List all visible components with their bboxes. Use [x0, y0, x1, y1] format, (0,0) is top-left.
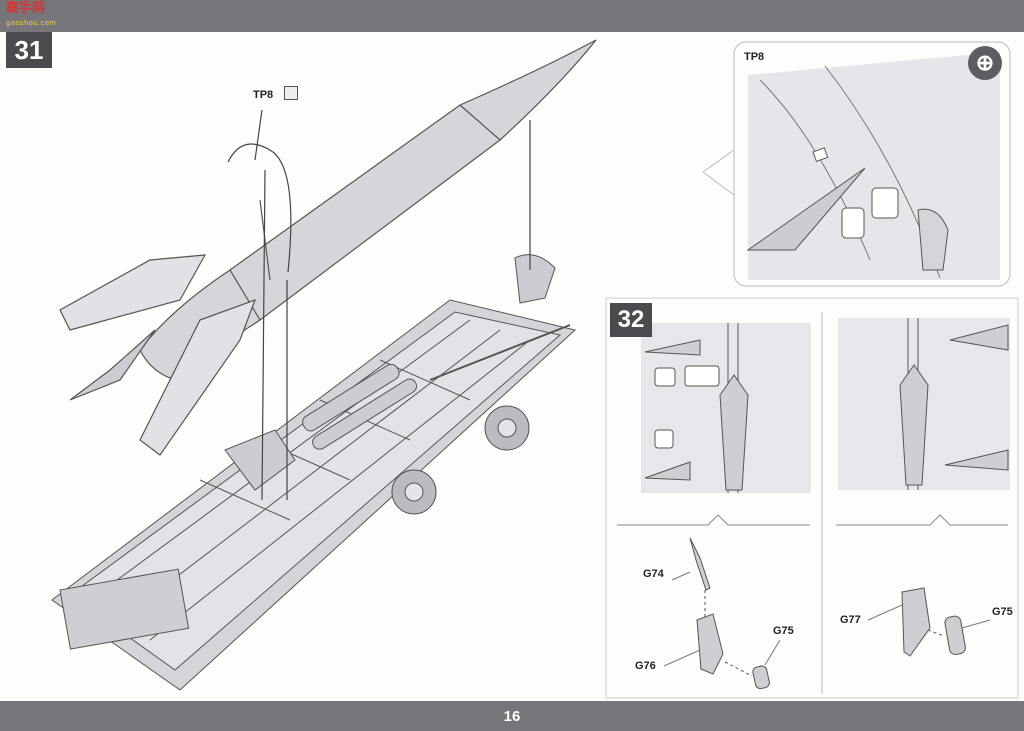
label-g75-right: G75: [992, 606, 1013, 618]
rocket-drawing: [59, 39, 597, 456]
paint-icon: [284, 86, 298, 100]
detail-inset: [702, 41, 1011, 287]
page-number: 16: [503, 707, 521, 725]
step-32-badge: 32: [610, 303, 652, 337]
watermark-logo: 高手网 gaoshou.com: [6, 2, 70, 30]
label-g75-left: G75: [773, 625, 794, 637]
watermark-main: 高手网: [6, 1, 46, 16]
watermark-sub: gaoshou.com: [6, 19, 57, 27]
footer-bar: 16: [0, 701, 1024, 731]
step-31-badge: 31: [6, 32, 52, 68]
label-g77: G77: [840, 614, 861, 626]
trailer-drawing: [51, 254, 577, 691]
step32-panels: [605, 297, 1019, 699]
label-g74: G74: [643, 568, 664, 580]
tp8-guide: [227, 109, 531, 501]
zoom-in-icon: ⊕: [968, 46, 1002, 80]
label-tp8-detail: TP8: [744, 51, 765, 63]
label-tp8: TP8: [253, 89, 274, 101]
label-g76: G76: [635, 660, 656, 672]
header-bar: [0, 0, 1024, 32]
